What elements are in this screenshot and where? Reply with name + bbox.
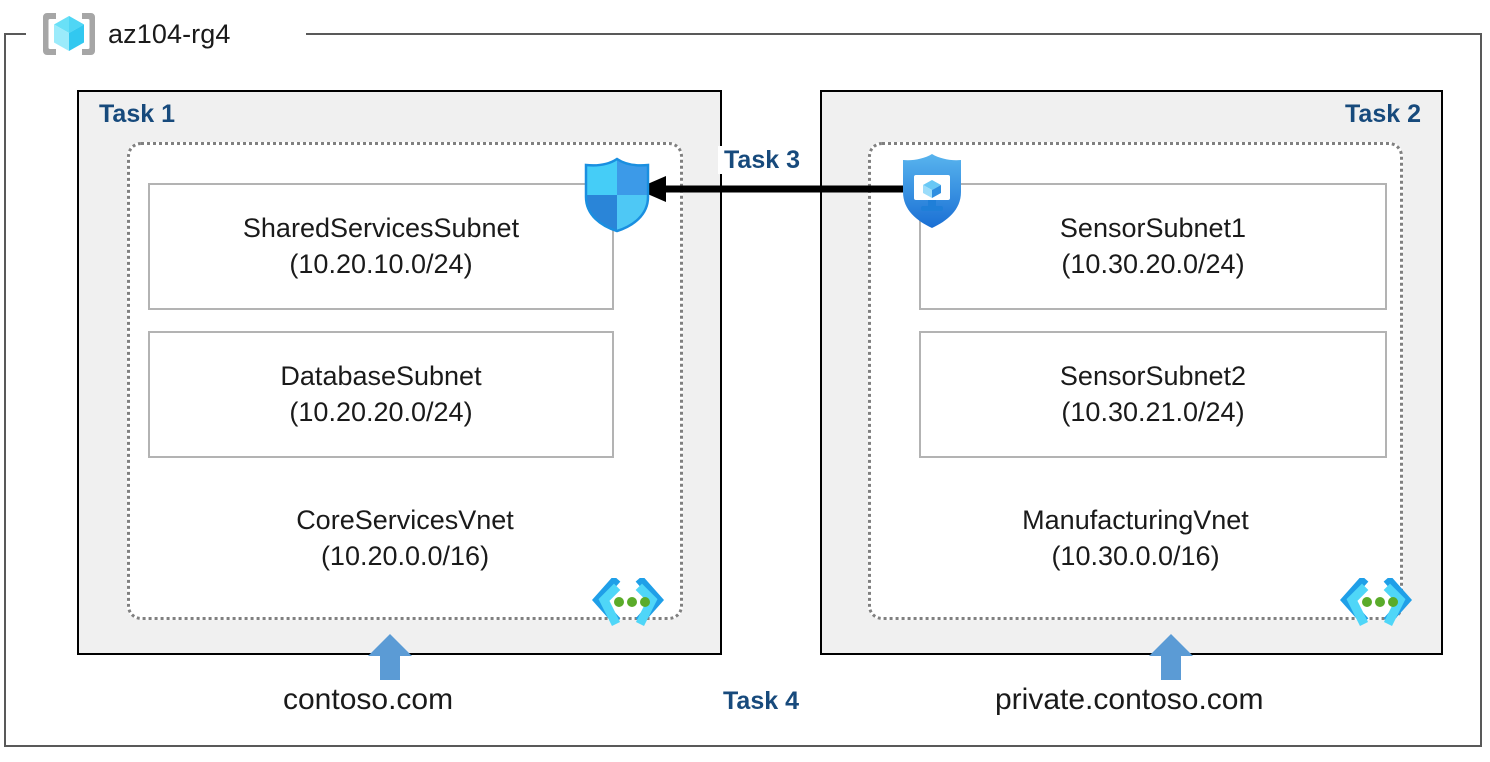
resource-group-name: az104-rg4 <box>108 18 231 49</box>
vnet-cidr: (10.20.0.0/16) <box>320 541 490 572</box>
task-3-label: Task 3 <box>718 146 806 174</box>
vnet-name: CoreServicesVnet <box>296 505 514 536</box>
resource-group-frame <box>4 33 1482 747</box>
task-4-label: Task 4 <box>723 687 799 715</box>
vnet-name: ManufacturingVnet <box>1022 505 1249 536</box>
subnet-cidr: (10.20.10.0/24) <box>289 248 473 279</box>
task-1-label: Task 1 <box>99 100 175 128</box>
dns-zone-label-contoso: contoso.com <box>283 683 454 716</box>
dns-zone-label-private-contoso: private.contoso.com <box>995 683 1264 716</box>
vnet-peering-arrow <box>636 176 914 202</box>
subnet-shared-services: SharedServicesSubnet (10.20.10.0/24) <box>148 183 614 310</box>
subnet-database: DatabaseSubnet (10.20.20.0/24) <box>148 331 614 458</box>
task-3-label-wrap: Task 3 <box>718 146 806 175</box>
vnet-caption: ManufacturingVnet (10.30.0.0/16) <box>871 503 1400 575</box>
subnet-cidr: (10.20.20.0/24) <box>289 396 473 427</box>
subnet-cidr: (10.30.21.0/24) <box>1061 396 1245 427</box>
virtual-network-icon <box>1340 578 1412 627</box>
vnet-caption: CoreServicesVnet (10.20.0.0/16) <box>130 503 680 575</box>
task-2-label: Task 2 <box>1345 100 1421 128</box>
subnet-cidr: (10.30.20.0/24) <box>1061 248 1245 279</box>
network-security-group-shield-icon <box>584 157 650 233</box>
dns-up-arrow-icon <box>368 634 412 680</box>
subnet-sensor-1: SensorSubnet1 (10.30.20.0/24) <box>919 183 1387 310</box>
resource-group-header: az104-rg4 <box>40 6 230 62</box>
resource-group-cube-icon <box>43 13 95 55</box>
subnet-name: SharedServicesSubnet <box>242 212 520 243</box>
dns-up-arrow-icon <box>1149 634 1193 680</box>
vnet-cidr: (10.30.0.0/16) <box>1051 541 1220 572</box>
subnet-name: SensorSubnet1 <box>1059 212 1247 243</box>
vnet-manufacturing: SensorSubnet1 (10.30.20.0/24) SensorSubn… <box>868 142 1403 620</box>
vnet-core-services: SharedServicesSubnet (10.20.10.0/24) Dat… <box>127 142 683 620</box>
subnet-name: SensorSubnet2 <box>1059 360 1247 391</box>
virtual-network-icon <box>592 578 664 627</box>
task-panel-1: Task 1 SharedServicesSubnet (10.20.10.0/… <box>77 90 722 655</box>
subnet-sensor-2: SensorSubnet2 (10.30.21.0/24) <box>919 331 1387 458</box>
bastion-shield-monitor-icon <box>903 154 961 228</box>
subnet-name: DatabaseSubnet <box>280 360 482 391</box>
